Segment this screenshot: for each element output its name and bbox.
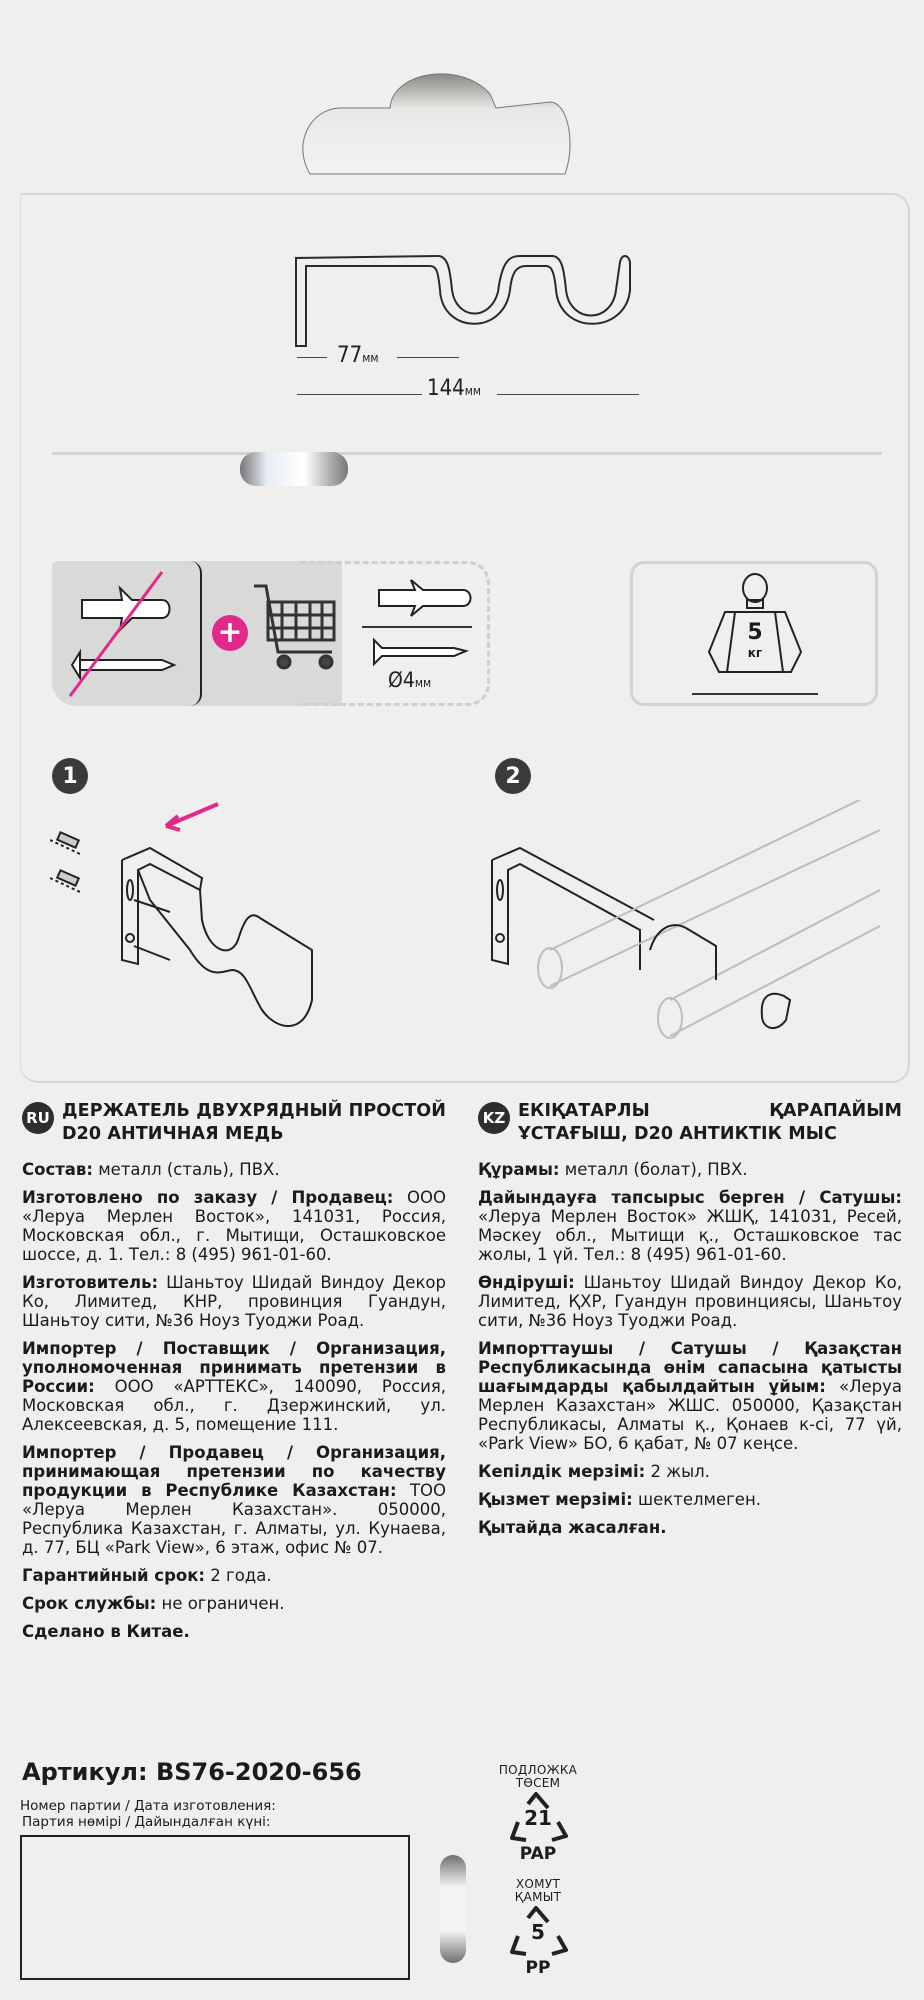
weight-icon: 5 кг [705,572,805,682]
separator-curve [190,561,202,706]
shopping-cart-icon [252,582,342,672]
ru-paragraph: Изготовитель: Шаньтоу Шидай Виндоу Декор… [22,1273,446,1330]
step-1-badge: 1 [52,758,88,794]
ru-product-title: ДЕРЖАТЕЛЬ ДВУХРЯДНЫЙ ПРОСТОЙ D20 АНТИЧНА… [62,1101,446,1144]
weight-underline [692,693,818,695]
ru-paragraph: Состав: металл (сталь), ПВХ. [22,1160,280,1179]
max-weight-box [630,561,878,706]
dim-inner-value: 77 [337,343,363,368]
ru-paragraph: Гарантийный срок: 2 года. [22,1566,272,1585]
ru-paragraph: Импортер / Продавец / Организация, прини… [22,1443,446,1557]
batch-number-box [20,1835,410,1980]
blister-slot-top [240,452,348,486]
kz-paragraph: Өндіруші: Шаньтоу Шидай Виндоу Декор Ко,… [478,1273,902,1330]
step-2-badge: 2 [495,758,531,794]
dimension-outer: 144мм [297,376,642,402]
step-1-install-illustration [49,800,470,1040]
kz-badge: KZ [478,1102,510,1134]
ru-paragraph: Импортер / Поставщик / Организация, упол… [22,1339,446,1434]
kz-paragraph: Импорттаушы / Сатушы / Қазақстан Республ… [478,1339,902,1453]
kz-section: KZ ЕКІҚАТАРЛЫ ҚАРАПАЙЫМ ҰСТАҒЫШ, D20 АНТ… [478,1100,902,1546]
dowel-icon [375,578,475,618]
recycling-mark-pp: ХОМУТ ҚАМЫТ 5 PP [478,1878,598,1978]
recycle-triangle-icon: 5 [508,1906,568,1958]
screw-icon [370,636,470,667]
dim-outer-value: 144 [427,376,465,401]
weight-value: 5 [747,620,763,645]
accessories-not-included [52,561,342,706]
hang-hole [300,64,630,180]
recycling-mark-pap: ПОДЛОЖКА ТӨСЕМ 21 PAP [498,1763,578,1865]
dimension-inner: 77мм [297,343,467,369]
panel-divider [52,452,882,455]
kz-paragraph: Құрамы: металл (болат), ПВХ. [478,1160,748,1179]
article-number: Артикул: BS76-2020-656 [22,1758,362,1786]
instruction-panel [20,193,910,1083]
plus-icon: + [212,615,248,651]
recycle-triangle-icon: 21 [508,1792,568,1844]
batch-label: Номер партии / Дата изготовления: Партия… [20,1798,276,1830]
ru-badge: RU [22,1102,54,1134]
ru-paragraph: Срок службы: не ограничен. [22,1594,285,1613]
dowel-screw-crossed-icon [62,570,192,700]
kz-product-title: ЕКІҚАТАРЛЫ ҚАРАПАЙЫМ ҰСТАҒЫШ, D20 АНТИКТ… [518,1101,902,1144]
blister-slot-bottom [440,1855,466,1963]
ru-paragraph: Изготовлено по заказу / Продавец: ООО «Л… [22,1188,446,1264]
kz-paragraph: Қызмет мерзімі: шектелмеген. [478,1490,761,1509]
ru-paragraph: Сделано в Китае. [22,1622,190,1641]
required-divider [362,626,472,628]
ru-section: RU ДЕРЖАТЕЛЬ ДВУХРЯДНЫЙ ПРОСТОЙ D20 АНТИ… [22,1100,446,1650]
kz-paragraph: Кепілдік мерзімі: 2 жыл. [478,1462,710,1481]
kz-paragraph: Қытайда жасалған. [478,1518,667,1537]
accessories-required [300,561,490,706]
bracket-profile-icon [290,250,670,350]
weight-unit: кг [747,646,763,660]
kz-paragraph: Дайындауға тапсырыс берген / Сатушы: «Ле… [478,1188,902,1264]
screw-diameter: Ø4мм [388,668,432,692]
step-2-rods-illustration [490,789,890,1040]
